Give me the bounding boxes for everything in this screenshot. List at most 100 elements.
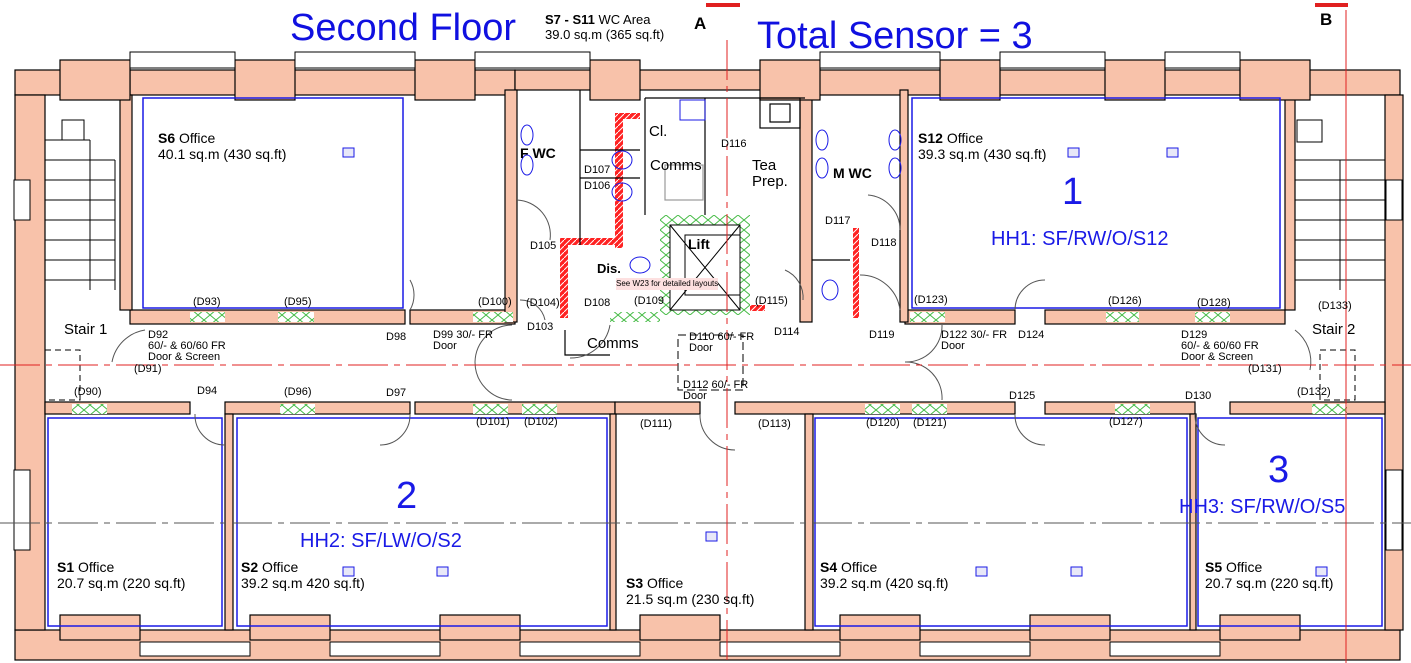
door-description: Door & Screen <box>148 351 221 363</box>
door-label: D122 30/- FR <box>941 329 1008 341</box>
door-label: (D115) <box>755 295 788 307</box>
room-text: 20.7 sq.m (220 sq.ft) <box>1205 575 1334 591</box>
room-f-wc: F WC <box>520 145 556 161</box>
door-label: D125 <box>1009 390 1036 402</box>
door-description: Door <box>941 340 965 352</box>
door-label: (D109 <box>634 295 664 307</box>
wc-area-size: 39.0 sq.m (365 sq.ft) <box>545 27 665 42</box>
sensor-number-2: 2 <box>396 475 418 517</box>
door-label: (D93) <box>193 296 221 308</box>
door-description: 60/- & 60/60 FR <box>148 340 226 352</box>
sensor-label-2: HH2: SF/LW/O/S2 <box>300 530 462 552</box>
door-description: Door <box>683 390 707 402</box>
door-description: Door <box>433 340 457 352</box>
room-comms-bottom: Comms <box>587 335 639 352</box>
door-description: Door <box>689 342 713 354</box>
door-label: D98 <box>386 331 407 343</box>
room-code: S6 <box>158 130 176 146</box>
door-label: (D101) <box>476 416 510 428</box>
door-label: D112 60/- FR <box>683 379 749 391</box>
door-label: D130 <box>1185 390 1212 402</box>
door-description: 60/- & 60/60 FR <box>1181 340 1259 352</box>
room-dis: Dis. <box>597 261 621 276</box>
room-text: 21.5 sq.m (230 sq.ft) <box>626 591 755 607</box>
door-label: D92 <box>148 329 169 341</box>
door-label: (D102) <box>524 416 558 428</box>
room-code: S12 <box>918 130 943 146</box>
door-label: (D113) <box>758 418 791 430</box>
door-label: (D132) <box>1297 386 1331 398</box>
room-text: Office <box>647 575 684 591</box>
door-label: (D128) <box>1197 297 1231 309</box>
door-label: D110 60/- FR <box>689 331 755 343</box>
room-code: S2 <box>241 559 259 575</box>
sensor-total: Total Sensor = 3 <box>757 15 1033 57</box>
room-text: Office <box>1226 559 1263 575</box>
room-text: Office <box>841 559 878 575</box>
floor-title: Second Floor <box>290 7 517 49</box>
room-text: 39.2 sq.m 420 sq.ft) <box>241 575 365 591</box>
lift-label: Lift <box>688 236 710 252</box>
door-label: D118 <box>871 237 897 249</box>
room-code: S3 <box>626 575 644 591</box>
room-text: 40.1 sq.m (430 sq.ft) <box>158 146 287 162</box>
door-label: (D91) <box>134 363 162 375</box>
wc-area-name: WC Area <box>598 12 651 27</box>
door-label: D99 30/- FR <box>433 329 493 341</box>
door-label: D108 <box>584 297 611 309</box>
door-label: D129 <box>1181 329 1208 341</box>
door-label: (D123) <box>914 294 948 306</box>
room-text: 39.3 sq.m (430 sq.ft) <box>918 146 1047 162</box>
room-text: Office <box>262 559 299 575</box>
sensor-label-3: HH3: SF/RW/O/S5 <box>1179 496 1346 518</box>
room-comms-top: Comms <box>650 157 702 174</box>
sensor-number-3: 3 <box>1268 449 1290 491</box>
door-label: D114 <box>774 326 800 338</box>
door-label: D103 <box>527 321 554 333</box>
door-label: (D127) <box>1109 416 1143 428</box>
door-label: (D131) <box>1248 363 1282 375</box>
door-label: (D120) <box>866 417 900 429</box>
door-label: (D90) <box>74 386 102 398</box>
stair-2: Stair 2 <box>1312 321 1356 338</box>
room-code: S4 <box>820 559 838 575</box>
door-label: (D111) <box>640 418 672 430</box>
grid-label-a: A <box>694 14 707 33</box>
door-label: (D95) <box>284 296 312 308</box>
door-label: (D133) <box>1318 300 1352 312</box>
room-code: S1 <box>57 559 75 575</box>
room-prep: Prep. <box>752 173 788 190</box>
room-text: 20.7 sq.m (220 sq.ft) <box>57 575 186 591</box>
door-label: (D96) <box>284 386 312 398</box>
door-label: D97 <box>386 387 407 399</box>
door-label: D116 <box>721 138 747 150</box>
room-tea: Tea <box>752 157 777 174</box>
wc-area-code: S7 - S11 <box>545 12 595 27</box>
room-text: Office <box>946 130 984 146</box>
door-label: (D126) <box>1108 295 1142 307</box>
lift-layout-note: See W23 for detailed layouts <box>616 278 719 290</box>
door-label: D107 <box>584 164 611 176</box>
door-label: D119 <box>869 329 895 341</box>
door-label: D124 <box>1018 329 1045 341</box>
room-text: Office <box>179 130 216 146</box>
stair-1: Stair 1 <box>64 321 108 338</box>
door-label: (D121) <box>913 417 947 429</box>
door-label: D106 <box>584 180 611 192</box>
door-description: Door & Screen <box>1181 351 1254 363</box>
grid-label-b: B <box>1320 10 1333 29</box>
sensor-number-1: 1 <box>1062 171 1084 213</box>
door-label: D105 <box>530 240 557 252</box>
door-label: (D100) <box>478 296 512 308</box>
room-code: S5 <box>1205 559 1223 575</box>
